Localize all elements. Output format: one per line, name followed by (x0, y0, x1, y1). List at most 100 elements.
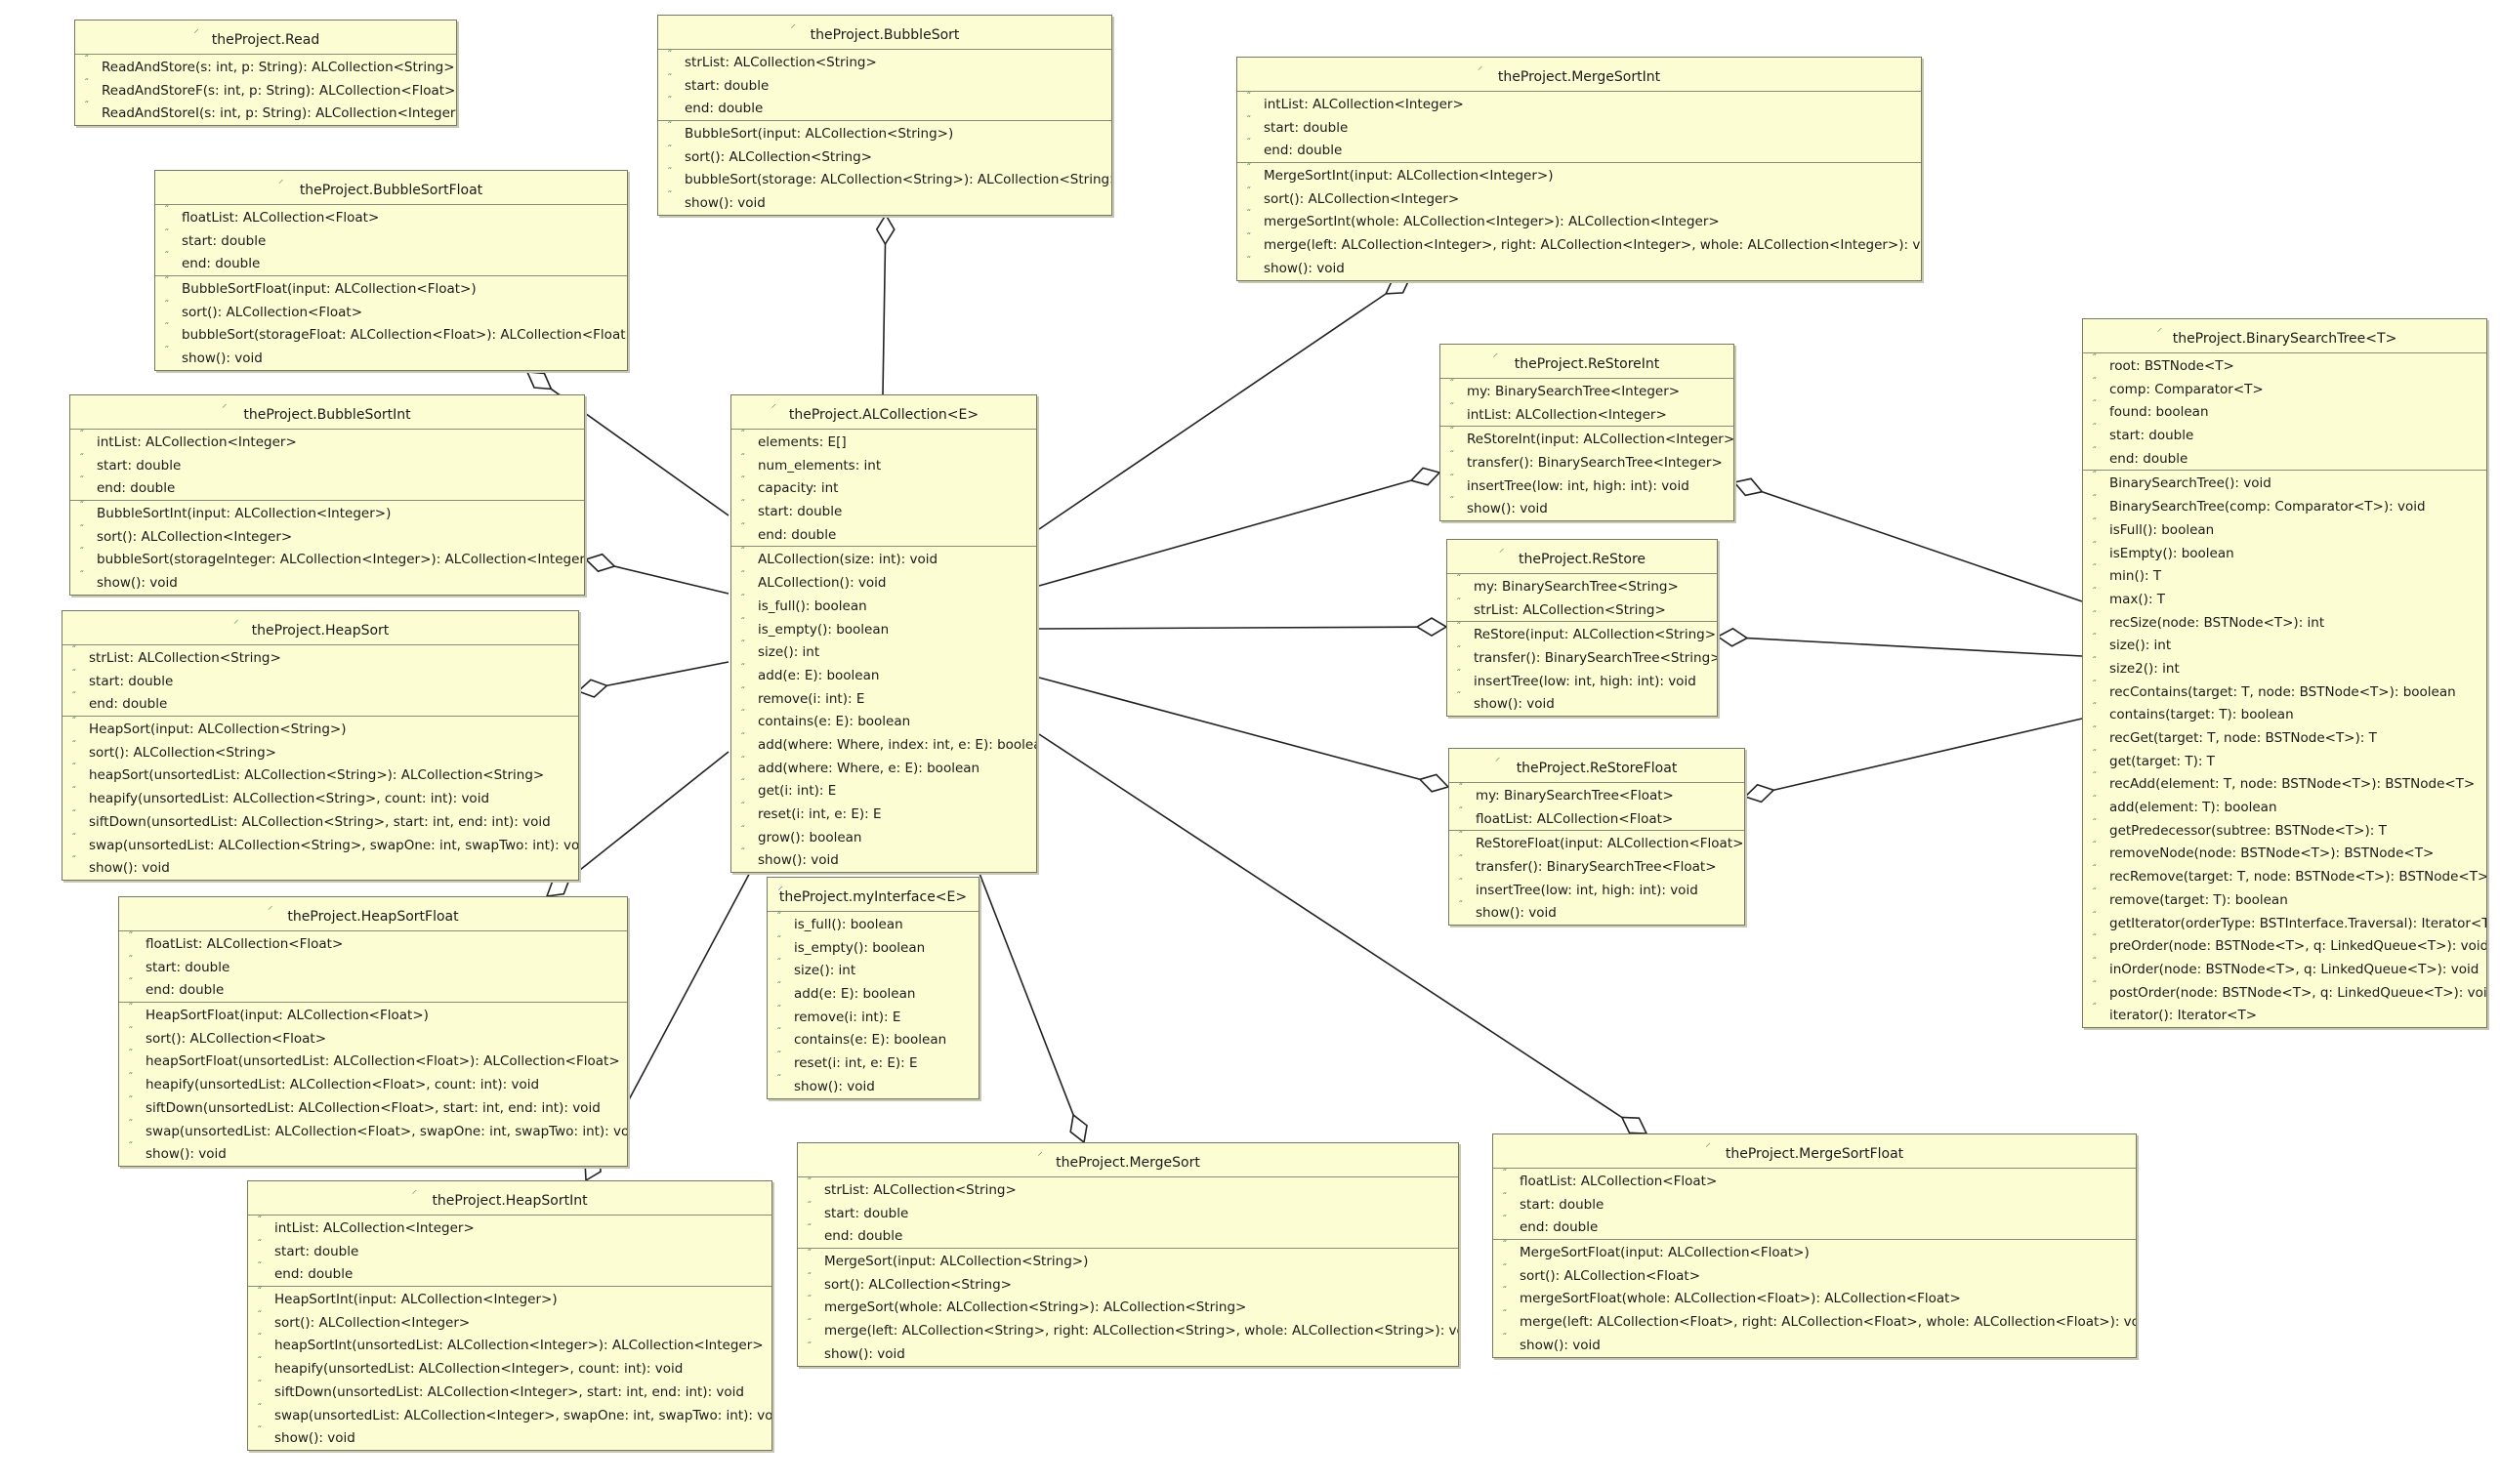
class-method: ˝sort(): ALCollection<Float> (1493, 1263, 2136, 1288)
field-text: intList: ALCollection<Integer> (1264, 97, 1464, 112)
class-field: ˝my: BinarySearchTree<String> (1447, 574, 1717, 598)
method-text: is_full(): boolean (794, 917, 903, 932)
class-method: ˝remove(i: int): E (731, 685, 1036, 711)
visibility-icon: ˝ (128, 1072, 133, 1084)
field-text: end: double (97, 480, 176, 497)
visibility-icon: ˝ (667, 190, 672, 202)
class-field: ˝start: double (798, 1201, 1458, 1225)
class-method: ˝show(): void (1447, 691, 1717, 716)
visibility-icon: ˝ (128, 931, 133, 942)
uml-class-myinterface[interactable]: ⸝theProject.myInterface<E>˝is_full(): bo… (767, 877, 979, 1099)
visibility-icon: ˝ (667, 167, 672, 179)
method-text: sort(): ALCollection<Integer> (1264, 190, 1460, 207)
uml-class-bubblesortfloat[interactable]: ⸝theProject.BubbleSortFloat˝floatList: A… (154, 170, 628, 371)
fields-compartment: ˝floatList: ALCollection<Float>˝start: d… (119, 930, 627, 1002)
field-text: end: double (1264, 143, 1343, 159)
method-text: heapify(unsortedList: ALCollection<Integ… (274, 1361, 684, 1378)
uml-class-bst[interactable]: ⸝theProject.BinarySearchTree<T> ˝ root: BS… (2082, 318, 2487, 1028)
class-method: ˝show(): void (768, 1074, 979, 1098)
aggregation-diamond-restore (1716, 627, 1749, 647)
uml-class-heapsortfloat[interactable]: ⸝theProject.HeapSortFloat˝floatList: ALC… (118, 896, 628, 1167)
method-text: merge(left: ALCollection<Integer>, right… (1264, 237, 1922, 254)
method-text: add(e: E): boolean (794, 986, 916, 1003)
class-method: ˝is_empty(): boolean (731, 617, 1036, 641)
uml-class-mergesort[interactable]: ⸝theProject.MergeSort˝strList: ALCollect… (797, 1142, 1459, 1367)
class-method: ˝recAdd(element: T, node: BSTNode<T>): B… (2083, 771, 2486, 796)
methods-compartment: ˝BinarySearchTree(): void˝BinarySearchTr… (2083, 470, 2486, 1027)
visibility-icon: ˝ (2092, 979, 2097, 991)
method-text: contains(e: E): boolean (758, 714, 911, 730)
class-method: ˝heapify(unsortedList: ALCollection<Stri… (62, 786, 578, 810)
class-method: ˝BubbleSortFloat(input: ALCollection<Flo… (155, 276, 627, 301)
field-text: intList: ALCollection<Integer> (97, 434, 297, 450)
field-text: root: BSTNode<T> (2109, 358, 2234, 374)
aggregation-diamond-restore (1415, 617, 1448, 638)
method-text: preOrder(node: BSTNode<T>, q: LinkedQueu… (2109, 938, 2487, 955)
class-field: ˝num_elements: int (731, 453, 1036, 477)
method-text: add(where: Where, index: int, e: E): boo… (758, 736, 1037, 753)
method-text: remove(target: T): boolean (2109, 891, 2288, 908)
visibility-icon: ˝ (257, 1402, 262, 1414)
field-text: end: double (824, 1228, 903, 1245)
method-text: getPredecessor(subtree: BSTNode<T>): T (2109, 822, 2387, 839)
class-method: ˝getIterator(orderType: BSTInterface.Tra… (2083, 911, 2486, 935)
aggregation-diamond-bubblesortint (584, 553, 616, 573)
class-field: ˝intList: ALCollection<Integer> (70, 430, 584, 454)
method-text: size(): int (2109, 638, 2172, 654)
visibility-icon: ˝ (807, 1271, 812, 1283)
visibility-icon: ˝ (1246, 92, 1251, 103)
field-text: found: boolean (2109, 404, 2209, 421)
method-text: add(where: Where, e: E): boolean (758, 760, 980, 776)
visibility-icon: ˝ (1246, 209, 1251, 221)
visibility-icon: ˝ (740, 685, 745, 697)
visibility-icon: ˝ (71, 739, 76, 751)
method-text: sort(): ALCollection<Float> (182, 304, 363, 320)
uml-class-bubblesortint[interactable]: ⸝theProject.BubbleSortInt˝intList: ALCol… (69, 394, 585, 596)
field-text: end: double (182, 256, 261, 272)
visibility-icon: ˝ (2092, 376, 2097, 388)
visibility-icon: ˝ (79, 452, 84, 464)
visibility-icon: ˝ (1449, 427, 1454, 438)
fields-compartment: ˝intList: ALCollection<Integer>˝start: d… (248, 1215, 771, 1286)
uml-class-heapsortint[interactable]: ⸝theProject.HeapSortInt˝intList: ALColle… (247, 1180, 772, 1451)
class-method: ˝transfer(): BinarySearchTree<Float> (1449, 854, 1744, 879)
uml-class-restoreint[interactable]: ⸝theProject.ReStoreInt˝my: BinarySearchT… (1439, 344, 1734, 522)
class-method: ˝sort(): ALCollection<String> (798, 1271, 1458, 1297)
class-header: ⸝theProject.BubbleSort (658, 16, 1111, 49)
uml-class-restorefloat[interactable]: ⸝theProject.ReStoreFloat˝my: BinarySearc… (1448, 748, 1745, 927)
visibility-icon: ˝ (1456, 574, 1461, 585)
visibility-icon: ˝ (257, 1287, 262, 1298)
class-method: ˝size(): int (731, 639, 1036, 664)
class-name: theProject.ReStoreInt (1514, 356, 1660, 372)
class-name: theProject.ReStoreFloat (1516, 761, 1678, 776)
class-header: ⸝theProject.BinarySearchTree<T> (2083, 319, 2486, 352)
uml-class-mergesortfloat[interactable]: ⸝theProject.MergeSortFloat˝floatList: AL… (1492, 1134, 2137, 1358)
methods-compartment: ˝is_full(): boolean˝is_empty(): boolean˝… (768, 911, 979, 1098)
method-text: transfer(): BinarySearchTree<Integer> (1467, 455, 1723, 472)
class-method: ˝remove(i: int): E (768, 1005, 979, 1029)
method-text: HeapSortFloat(input: ALCollection<Float>… (146, 1008, 429, 1024)
uml-class-heapsort[interactable]: ⸝theProject.HeapSort˝strList: ALCollecti… (62, 610, 579, 881)
field-text: capacity: int (758, 480, 839, 497)
class-method: ˝getPredecessor(subtree: BSTNode<T>): T (2083, 818, 2486, 843)
method-text: show(): void (1476, 905, 1557, 922)
visibility-icon: ˝ (71, 832, 76, 844)
visibility-icon: ˝ (79, 523, 84, 535)
uml-class-restore[interactable]: ⸝theProject.ReStore˝my: BinarySearchTree… (1446, 539, 1718, 718)
uml-class-read[interactable]: ⸝theProject.Read˝ReadAndStore(s: int, p:… (74, 20, 457, 127)
uml-class-mergesortint[interactable]: ⸝theProject.MergeSortInt˝intList: ALColl… (1236, 57, 1922, 281)
field-text: start: double (685, 77, 770, 94)
visibility-icon: ˝ (2092, 494, 2097, 506)
visibility-icon: ˝ (128, 954, 133, 966)
association-line-mergesortint-alcollection (1038, 293, 1387, 530)
uml-class-bubblesort[interactable]: ⸝theProject.BubbleSort˝strList: ALCollec… (657, 15, 1112, 216)
uml-class-alcollection[interactable]: ⸝theProject.ALCollection<E>˝elements: E[… (730, 394, 1037, 874)
visibility-icon: ˝ (2092, 886, 2097, 898)
method-text: HeapSort(input: ALCollection<String>) (89, 721, 347, 738)
visibility-icon: ˝ (740, 547, 745, 558)
visibility-icon: ˝ (667, 72, 672, 84)
class-name: theProject.BubbleSortFloat (299, 183, 483, 198)
visibility-icon: ˝ (2092, 633, 2097, 644)
class-method: ˝show(): void (155, 346, 627, 370)
